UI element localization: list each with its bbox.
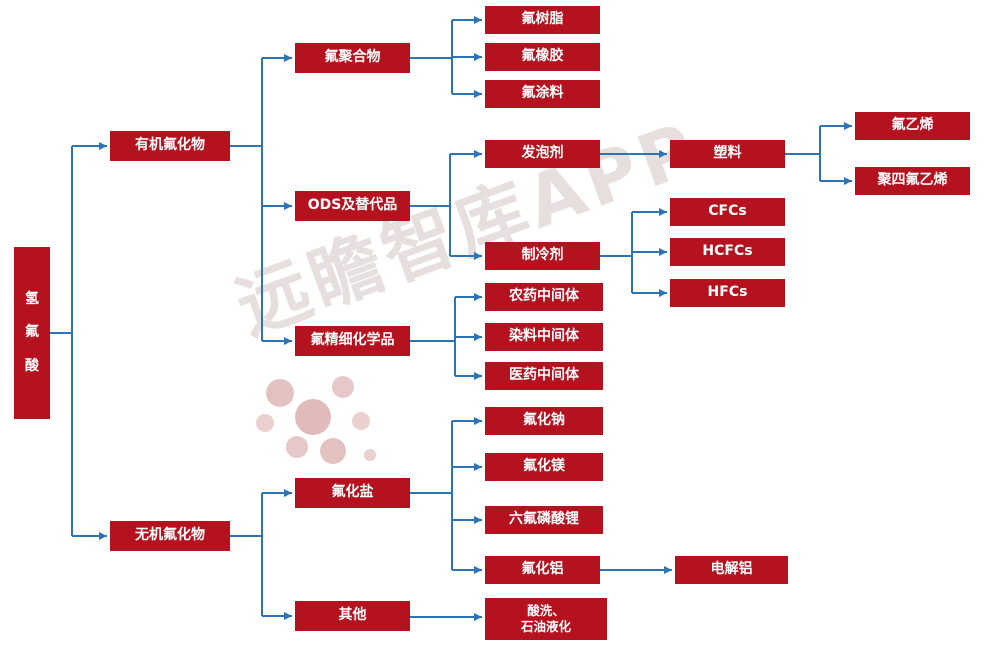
node-organic-fluorides: 有机氟化物 (110, 131, 230, 161)
node-ptfe: 聚四氟乙烯 (855, 167, 970, 195)
node-sodium-fluoride: 氟化钠 (485, 407, 603, 435)
node-hcfcs: HCFCs (670, 238, 785, 266)
node-others: 其他 (295, 601, 410, 631)
node-fluoropolymers: 氟聚合物 (295, 43, 410, 73)
node-hydrofluoric-acid-label: 氢氟酸 (25, 290, 39, 374)
node-hydrofluoric-acid: 氢氟酸 (14, 247, 50, 419)
node-ods-and-substitutes: ODS及替代品 (295, 191, 410, 221)
node-plastics: 塑料 (670, 140, 785, 168)
node-cfcs: CFCs (670, 198, 785, 226)
node-acid-washing-petroleum-liquefaction: 酸洗、 石油液化 (485, 598, 607, 640)
watermark-logo-dots (256, 376, 376, 464)
node-fluorine-fine-chemicals: 氟精细化学品 (295, 326, 410, 356)
node-fluoride-salts: 氟化盐 (295, 478, 410, 508)
node-fluororubber: 氟橡胶 (485, 43, 600, 71)
node-aluminum-fluoride: 氟化铝 (485, 556, 600, 584)
node-fluorocoating: 氟涂料 (485, 80, 600, 108)
node-hfcs: HFCs (670, 279, 785, 307)
node-electrolytic-aluminum: 电解铝 (675, 556, 788, 584)
node-inorganic-fluorides: 无机氟化物 (110, 521, 230, 551)
node-pesticide-intermediates: 农药中间体 (485, 283, 603, 311)
node-fluororesin: 氟树脂 (485, 6, 600, 34)
node-pharma-intermediates: 医药中间体 (485, 362, 603, 390)
node-magnesium-fluoride: 氟化镁 (485, 453, 603, 481)
node-lithium-hexafluorophosphate: 六氟磷酸锂 (485, 506, 603, 534)
node-foaming-agent: 发泡剂 (485, 140, 600, 168)
node-refrigerant: 制冷剂 (485, 242, 600, 270)
node-dye-intermediates: 染料中间体 (485, 323, 603, 351)
node-vinyl-fluoride: 氟乙烯 (855, 112, 970, 140)
